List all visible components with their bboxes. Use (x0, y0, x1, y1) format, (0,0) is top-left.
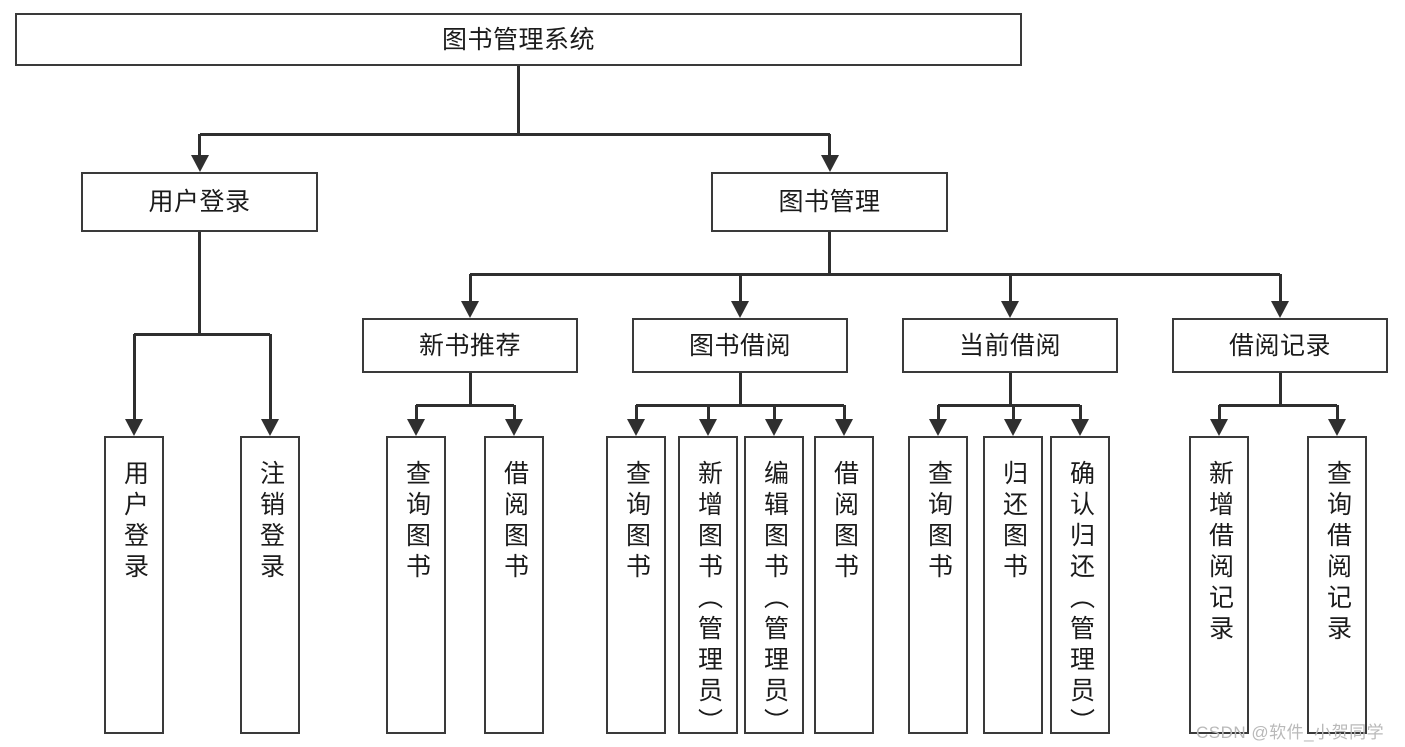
connector-drop (1011, 405, 1015, 420)
arrowhead-icon (1328, 419, 1346, 436)
connector-drop (738, 274, 742, 302)
connector-drop (132, 334, 136, 420)
connector-drop (706, 405, 710, 420)
arrowhead-icon (731, 301, 749, 318)
arrowhead-icon (190, 155, 209, 172)
node-leaf-edit-book-admin[interactable]: 编辑图书（管理员） (744, 436, 804, 739)
arrowhead-icon (1271, 301, 1289, 318)
connector-bus (470, 272, 1280, 276)
arrowhead-icon (505, 419, 523, 436)
node-leaf-user-login[interactable]: 用户登录 (104, 436, 164, 734)
node-book-management-system[interactable]: 图书管理系统 (15, 13, 1022, 66)
node-label: 查询借阅记录 (1323, 460, 1352, 646)
connector-drop (936, 405, 940, 420)
connector-stem (1008, 373, 1012, 405)
node-leaf-query-borrow-record[interactable]: 查询借阅记录 (1307, 436, 1367, 734)
node-label: 编辑图书（管理员） (760, 460, 789, 739)
node-leaf-add-book-admin[interactable]: 新增图书（管理员） (678, 436, 738, 739)
arrowhead-icon (1071, 419, 1089, 436)
connector-stem (198, 232, 201, 334)
node-leaf-borrow-book[interactable]: 借阅图书 (814, 436, 874, 734)
arrowhead-icon (261, 419, 279, 436)
node-label: 归还图书 (999, 460, 1028, 584)
node-label: 当前借阅 (958, 331, 1061, 360)
arrowhead-icon (765, 419, 783, 436)
node-current-borrow[interactable]: 当前借阅 (902, 318, 1118, 373)
node-leaf-user-logout[interactable]: 注销登录 (240, 436, 300, 734)
connector-drop (828, 134, 831, 156)
arrowhead-icon (627, 419, 645, 436)
connector-drop (842, 405, 846, 420)
node-leaf-confirm-return-admin[interactable]: 确认归还（管理员） (1050, 436, 1110, 739)
arrowhead-icon (1004, 419, 1022, 436)
node-label: 借阅记录 (1228, 331, 1331, 360)
node-label: 查询图书 (924, 460, 953, 584)
connector-stem (517, 66, 520, 134)
connector-stem (468, 373, 472, 405)
node-user-login[interactable]: 用户登录 (81, 172, 318, 232)
node-label: 图书借阅 (688, 331, 791, 360)
node-leaf-query-book-recommend[interactable]: 查询图书 (386, 436, 446, 734)
arrowhead-icon (1210, 419, 1228, 436)
node-label: 图书管理系统 (441, 25, 595, 54)
node-label: 用户登录 (148, 188, 251, 216)
node-label: 新书推荐 (418, 331, 521, 360)
arrowhead-icon (407, 419, 425, 436)
connector-drop (468, 274, 472, 302)
arrowhead-icon (929, 419, 947, 436)
connector-drop (1078, 405, 1082, 420)
connector-drop (1335, 405, 1339, 420)
node-label: 查询图书 (622, 460, 651, 584)
connector-bus (416, 403, 514, 407)
connector-drop (198, 134, 201, 156)
arrowhead-icon (461, 301, 479, 318)
node-leaf-add-borrow-record[interactable]: 新增借阅记录 (1189, 436, 1249, 734)
connector-bus (199, 132, 830, 136)
node-label: 注销登录 (256, 460, 285, 584)
connector-drop (772, 405, 776, 420)
node-new-book-recommend[interactable]: 新书推荐 (362, 318, 578, 373)
connector-stem (1278, 373, 1282, 405)
connector-stem (828, 232, 831, 274)
node-label: 用户登录 (120, 460, 149, 584)
connector-bus (636, 403, 844, 407)
node-borrow-record[interactable]: 借阅记录 (1172, 318, 1388, 373)
node-leaf-query-book-borrow[interactable]: 查询图书 (606, 436, 666, 734)
arrowhead-icon (699, 419, 717, 436)
node-label: 图书管理 (778, 188, 881, 216)
connector-drop (512, 405, 516, 420)
connector-drop (268, 334, 272, 420)
node-label: 确认归还（管理员） (1066, 460, 1095, 739)
node-leaf-borrow-book-recommend[interactable]: 借阅图书 (484, 436, 544, 734)
node-label: 借阅图书 (500, 460, 529, 584)
csdn-watermark: CSDN @软件_小贺同学 (1196, 723, 1385, 742)
connector-drop (414, 405, 418, 420)
node-leaf-return-book[interactable]: 归还图书 (983, 436, 1043, 734)
connector-bus (1219, 403, 1337, 407)
connector-drop (1278, 274, 1282, 302)
arrowhead-icon (820, 155, 839, 172)
connector-stem (738, 373, 742, 405)
connector-drop (1008, 274, 1012, 302)
arrowhead-icon (125, 419, 143, 436)
node-label: 查询图书 (402, 460, 431, 584)
arrowhead-icon (835, 419, 853, 436)
connector-drop (634, 405, 638, 420)
node-label: 新增借阅记录 (1205, 460, 1234, 646)
node-book-management[interactable]: 图书管理 (711, 172, 948, 232)
arrowhead-icon (1001, 301, 1019, 318)
connector-drop (1217, 405, 1221, 420)
connector-bus (938, 403, 1080, 407)
node-book-borrow[interactable]: 图书借阅 (632, 318, 848, 373)
connector-bus (134, 332, 270, 336)
node-leaf-query-book-current[interactable]: 查询图书 (908, 436, 968, 734)
node-label: 借阅图书 (830, 460, 859, 584)
node-label: 新增图书（管理员） (694, 460, 723, 739)
